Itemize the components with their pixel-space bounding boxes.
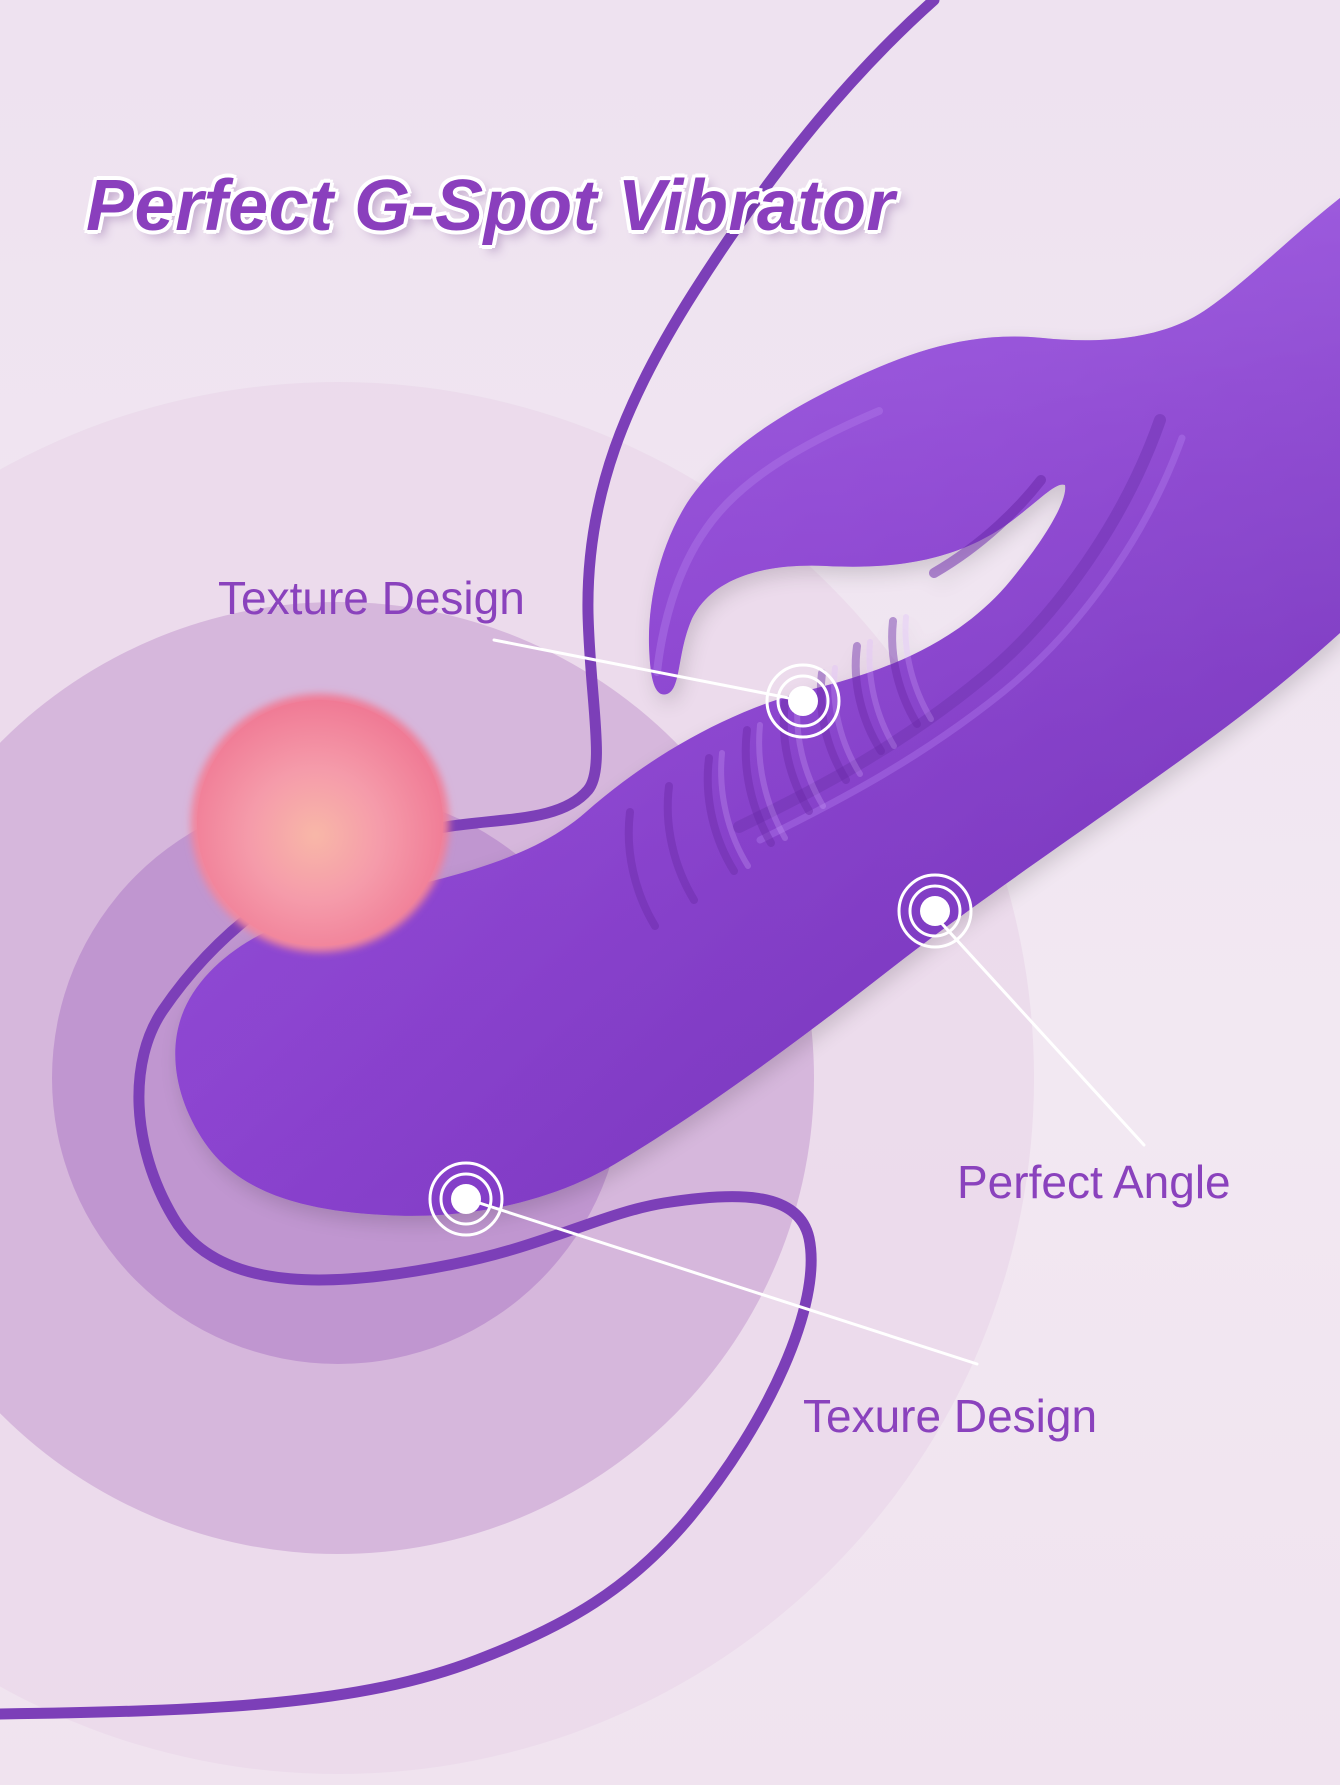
callout-label-perfect-angle: Perfect Angle — [957, 1156, 1231, 1208]
target-marker-icon — [765, 663, 841, 739]
texture-ridges — [624, 617, 921, 930]
callout-lines — [465, 638, 1146, 1366]
product — [175, 198, 1340, 1216]
callout-label-texture-design: Texture Design — [218, 572, 525, 624]
pink-sphere — [191, 694, 449, 952]
page-title: Perfect G-Spot Vibrator — [86, 166, 895, 246]
target-marker-icon — [428, 1161, 504, 1237]
target-marker-icon — [897, 873, 973, 949]
callout-label-texure-design: Texure Design — [803, 1390, 1098, 1442]
